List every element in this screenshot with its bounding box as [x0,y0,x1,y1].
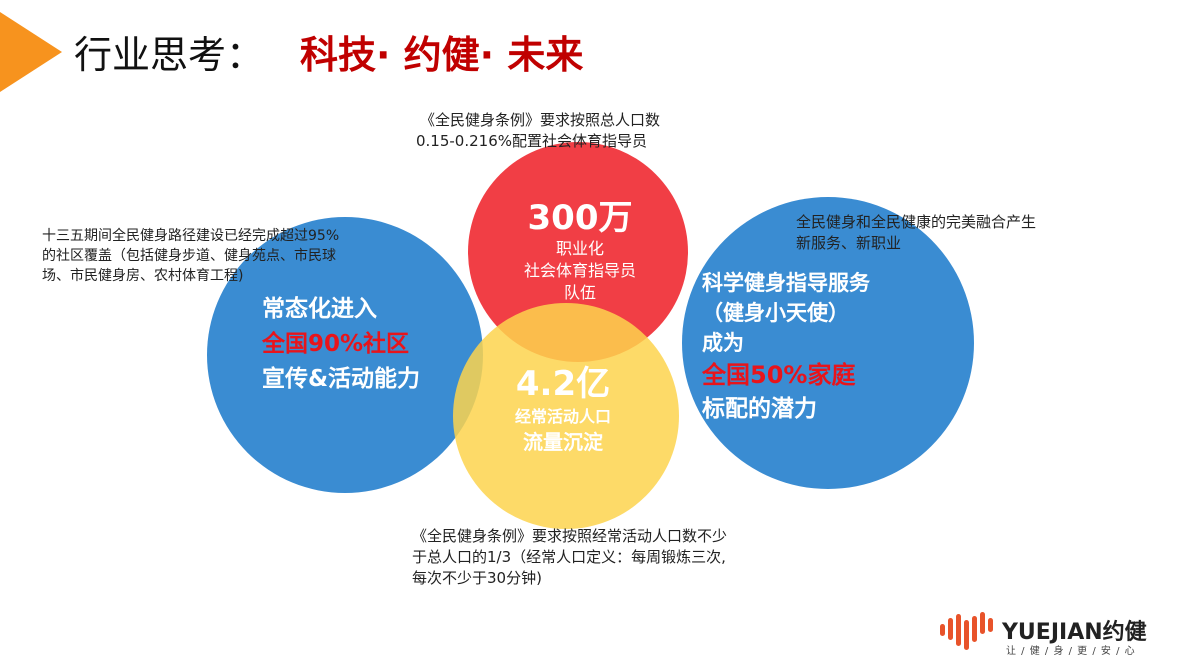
note-right: 全民健身和全民健康的完美融合产生新服务、新职业 [796,213,1037,252]
page-subtitle: 科技· 约健· 未来 [300,33,584,77]
circle-right [682,197,974,489]
note-left: 十三五期间全民健身路径建设已经完成超过95%的社区覆盖（包括健身步道、健身苑点、… [42,228,340,284]
circle-bottom-text: 4.2亿 经常活动人口 流量沉淀 [514,364,611,454]
logo-brand-text: YUEJIAN约健 [1002,620,1147,645]
circle-top [468,142,688,362]
circle-bottom [453,303,679,529]
logo-slogan: 让 / 健 / 身 / 更 / 安 / 心 [1006,646,1136,657]
page-title: 行业思考： [74,33,265,77]
circle-top-text: 300万 职业化 社会体育指导员 队伍 [523,198,636,302]
title-arrow-icon [0,12,62,92]
note-bottom: 《全民健身条例》要求按照经常活动人口数不少于总人口的1/3（经常人口定义：每周锻… [412,527,728,587]
circle-left-text: 常态化进入 全国90%社区 宣传&活动能力 [262,296,421,392]
waveform-logo-icon [940,612,998,652]
circle-right-text: 科学健身指导服务 （健身小天使） 成为 全国50%家庭 标配的潜力 [702,271,870,422]
circle-left [207,217,483,493]
